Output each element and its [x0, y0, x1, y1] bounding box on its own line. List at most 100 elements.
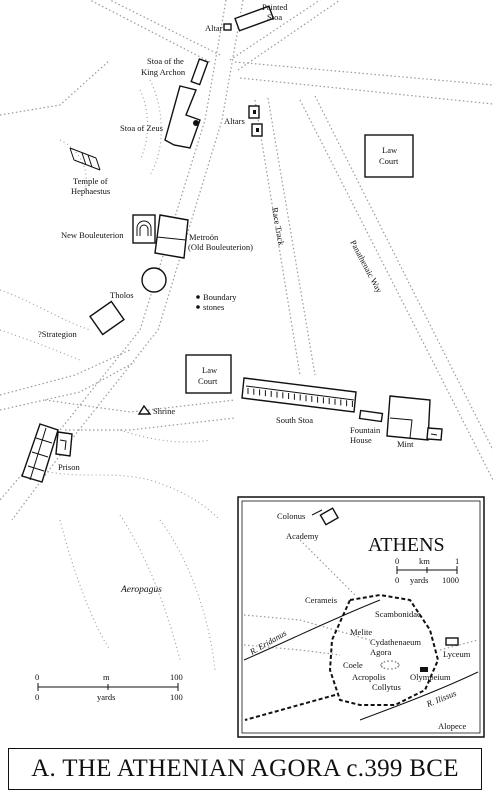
scale-bar: 0 m 100 0 yards 100 — [35, 672, 183, 702]
inset-scale-max-top: 1 — [455, 556, 459, 566]
label-fountain-house: Fountain — [350, 425, 381, 435]
stoa-king-archon — [190, 58, 209, 86]
city-wall — [328, 593, 440, 706]
label-law-court-south-2: Court — [198, 376, 218, 386]
painted-stoa — [234, 5, 275, 32]
inset-label-olympeium: Olympeium — [410, 672, 451, 682]
acropolis-dot — [387, 660, 389, 662]
label-strategion: ?Strategion — [38, 329, 77, 339]
scale-max-top: 100 — [170, 672, 183, 682]
fountain-house — [358, 409, 384, 423]
label-new-bouleuterion: New Bouleuterion — [61, 230, 124, 240]
inset-label-colonus: Colonus — [277, 511, 305, 521]
long-wall — [244, 694, 336, 721]
acropolis-dot — [381, 665, 383, 668]
label-aeropagus: Aeropagus — [120, 585, 162, 595]
label-law-court-south: Law — [202, 365, 218, 375]
stoa-of-zeus-dot — [193, 120, 199, 126]
inset-title: ATHENS — [368, 534, 445, 556]
label-stoa-of-zeus: Stoa of Zeus — [120, 123, 163, 133]
new-bouleuterion — [132, 214, 156, 244]
metroon — [154, 214, 189, 259]
scale-zero-top: 0 — [35, 672, 39, 682]
acropolis-dot — [381, 662, 383, 665]
label-stoa-king-archon-2: King Archon — [141, 67, 186, 77]
inset-label-coele: Coele — [343, 660, 363, 670]
acropolis-marker — [380, 660, 400, 670]
inset-label-cerameis: Cerameis — [305, 595, 337, 605]
inset-map: ATHENS 0 km 1 0 yards 1000 Colonus Acade… — [237, 496, 485, 738]
acropolis-dot — [383, 661, 386, 663]
label-tholos: Tholos — [110, 290, 134, 300]
inset-scale-zero-bottom: 0 — [395, 575, 399, 585]
scale-unit-top: m — [103, 672, 110, 682]
inset-label-collytus: Collytus — [372, 682, 401, 692]
inset-scale-zero-top: 0 — [395, 556, 399, 566]
acropolis-dot — [397, 662, 399, 665]
label-temple-hephaestus-2: Hephaestus — [71, 186, 110, 196]
label-law-court-ne: Law — [382, 145, 398, 155]
inset-scale-unit-top: km — [419, 556, 430, 566]
label-panathenaic-way: Panathenaic Way — [348, 238, 385, 295]
strategion — [89, 300, 125, 336]
label-altar: Altar — [205, 23, 223, 33]
altars-marker-1 — [253, 110, 256, 114]
inset-olympeium — [420, 667, 428, 672]
acropolis-dot — [380, 664, 382, 666]
inset-frame — [237, 496, 485, 738]
acropolis-dot — [383, 667, 386, 669]
scale-unit-bottom: yards — [97, 692, 115, 702]
scale-zero-bottom: 0 — [35, 692, 39, 702]
acropolis-dot — [398, 664, 400, 666]
boundary-stone-2 — [196, 305, 200, 309]
inset-label-agora: Agora — [370, 647, 391, 657]
acropolis-dot — [387, 668, 389, 670]
label-law-court-ne-2: Court — [379, 156, 399, 166]
boundary-stone-1 — [196, 295, 200, 299]
contours — [0, 79, 221, 671]
law-court-south — [185, 354, 232, 394]
buildings — [21, 5, 443, 483]
label-race-track: Race Track — [270, 207, 287, 247]
label-altars: Altars — [224, 116, 245, 126]
altar — [223, 23, 232, 31]
label-temple-hephaestus: Temple of — [73, 176, 108, 186]
label-prison: Prison — [58, 462, 80, 472]
acropolis-dot — [394, 667, 397, 669]
inset-scale-max-bottom: 1000 — [442, 575, 459, 585]
map-title: A. THE ATHENIAN AGORA c.399 BCE — [31, 755, 459, 782]
tholos — [141, 267, 167, 293]
prison — [21, 423, 73, 483]
label-painted-stoa-2: Stoa — [267, 12, 282, 22]
mint — [386, 395, 443, 441]
inset-label-cydathenaeum: Cydathenaeum — [370, 637, 421, 647]
label-fountain-house-2: House — [350, 435, 372, 445]
stoa-of-zeus — [164, 85, 201, 149]
label-metroon: Metroön — [189, 232, 219, 242]
inset-scale-unit-bottom: yards — [410, 575, 428, 585]
acropolis-dot — [391, 668, 393, 670]
acropolis-dot — [397, 665, 399, 668]
inset-lyceum — [445, 637, 459, 646]
acropolis-dot — [391, 660, 393, 662]
inset-inner-frame — [241, 500, 481, 734]
label-painted-stoa: Painted — [262, 2, 288, 12]
altars-marker-2 — [256, 128, 259, 132]
label-stoa-king-archon: Stoa of the — [147, 56, 184, 66]
law-court-ne — [364, 134, 414, 178]
label-boundary-stones-2: stones — [203, 302, 224, 312]
label-mint: Mint — [397, 439, 414, 449]
inset-academy — [319, 507, 340, 526]
inset-label-scambonidae: Scambonidae — [375, 609, 421, 619]
title-box: A. THE ATHENIAN AGORA c.399 BCE — [8, 748, 482, 790]
inset-label-lyceum: Lyceum — [443, 649, 471, 659]
temple-of-hephaestus — [69, 147, 101, 171]
label-south-stoa: South Stoa — [276, 415, 313, 425]
inset-label-melite: Melite — [350, 627, 372, 637]
acropolis-dot — [394, 661, 397, 663]
shrine-icon — [137, 404, 152, 415]
inset-label-acropolis: Acropolis — [352, 672, 386, 682]
label-metroon-2: (Old Bouleuterion) — [188, 242, 253, 252]
south-stoa — [241, 377, 357, 413]
